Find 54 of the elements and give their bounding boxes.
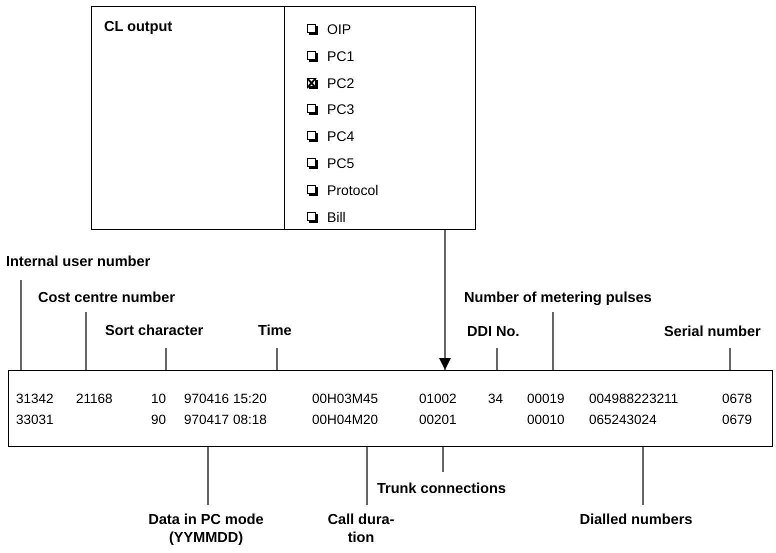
data-value: 00010 — [527, 412, 565, 428]
checkbox: OIP — [307, 20, 352, 38]
leader-line — [276, 348, 278, 370]
data-value: 00201 — [419, 412, 457, 428]
data-value: 31342 — [16, 391, 54, 407]
data-value: 08:18 — [233, 412, 267, 428]
callout-label: Data in PC mode (YYMMDD) — [135, 511, 277, 547]
callout-label: Serial number — [664, 323, 761, 341]
checkbox: PC1 — [307, 47, 354, 65]
checkbox: PC3 — [307, 100, 354, 118]
data-value: 065243024 — [589, 412, 657, 428]
leader-line — [442, 447, 444, 472]
leader-line — [165, 348, 167, 370]
leader-line — [20, 280, 22, 370]
data-value: 10 — [151, 391, 166, 407]
callout-label: Number of metering pulses — [464, 289, 652, 307]
data-value: 970417 — [184, 412, 230, 428]
data-value: 34 — [488, 391, 504, 407]
data-value: 00H03M45 — [312, 391, 378, 407]
callout-label: Time — [258, 322, 292, 340]
data-value: 0678 — [722, 391, 752, 407]
data-value: 33031 — [16, 412, 54, 428]
data-value: 00019 — [527, 391, 565, 407]
form-panel — [91, 6, 476, 230]
arrow — [439, 230, 451, 370]
data-value: 0679 — [722, 412, 752, 428]
checkbox: PC2 — [307, 74, 354, 92]
checkbox: PC5 — [307, 154, 354, 172]
leader-line — [642, 447, 644, 505]
callout-label: Call dura- tion — [318, 511, 404, 547]
leader-line — [729, 348, 731, 370]
record-panel — [8, 370, 773, 447]
checkbox: Bill — [307, 208, 346, 226]
leader-line — [496, 348, 498, 370]
leader-line — [207, 447, 209, 505]
leader-line — [366, 447, 368, 505]
callout-label: DDI No. — [467, 323, 520, 341]
callout-label: Dialled numbers — [565, 511, 707, 529]
callout-label: Internal user number — [6, 253, 150, 271]
data-value: 15:20 — [233, 391, 267, 407]
form-heading: CL output — [104, 19, 172, 35]
checkbox: Protocol — [307, 181, 378, 199]
callout-label: Cost centre number — [38, 289, 175, 307]
checkbox: PC4 — [307, 127, 354, 145]
data-value: 21168 — [76, 391, 113, 407]
leader-line — [85, 312, 87, 370]
data-value: 01002 — [419, 391, 457, 407]
data-value: 00H04M20 — [312, 412, 378, 428]
data-value: 004988223211 — [589, 391, 678, 407]
leader-line — [552, 312, 554, 370]
data-value: 90 — [151, 412, 166, 428]
callout-label: Sort character — [105, 322, 204, 340]
data-value: 970416 — [184, 391, 230, 407]
callout-label: Trunk connections — [377, 480, 506, 498]
